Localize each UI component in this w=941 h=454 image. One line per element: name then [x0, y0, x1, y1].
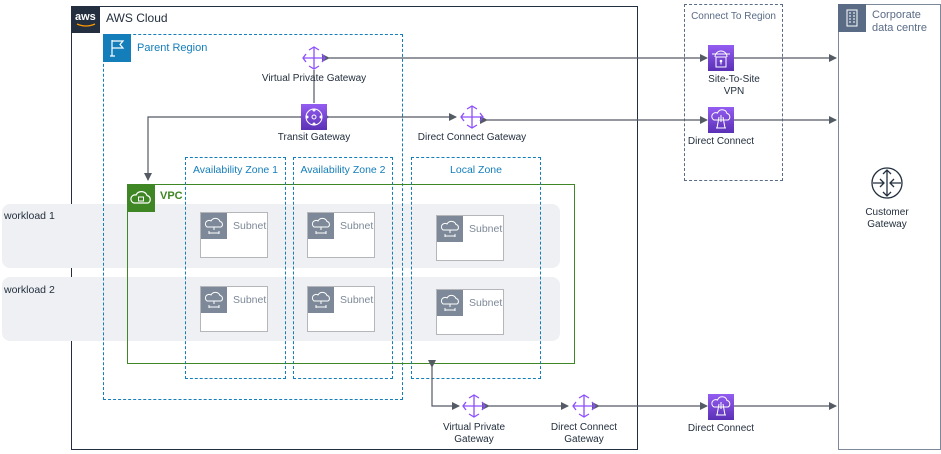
connector-tgw-to-vpc [144, 113, 307, 181]
subnet-cloud-icon [308, 213, 334, 239]
aws-cloud-title: AWS Cloud [106, 11, 168, 25]
connect-to-region-group [684, 4, 783, 181]
transit-gateway-icon[interactable] [301, 104, 327, 130]
subnet-label: Subnet [469, 223, 503, 235]
connect-to-region-title: Connect To Region [691, 11, 776, 22]
direct-connect-gateway-bottom-icon[interactable] [571, 393, 597, 419]
transit-gateway-label: Transit Gateway [277, 132, 351, 143]
workload-2-label: workload 2 [4, 284, 55, 296]
dx-gateway-top-label: Direct Connect Gateway [417, 132, 527, 143]
subnet-cloud-icon [437, 290, 463, 316]
virtual-private-gateway-icon[interactable] [301, 45, 327, 71]
region-flag-icon [103, 34, 131, 62]
direct-connect-bottom-label: Direct Connect [687, 423, 755, 434]
site-to-site-vpn-label: Site-To-Site VPN [708, 74, 760, 97]
site-to-site-vpn-icon[interactable] [708, 45, 734, 71]
customer-gateway-icon[interactable] [870, 166, 904, 200]
subnet-cloud-icon [308, 287, 334, 313]
direct-connect-top-label: Direct Connect [687, 136, 755, 147]
availability-zone-2-group [293, 157, 393, 379]
parent-region-group [103, 34, 403, 400]
subnet-label: Subnet [469, 297, 503, 309]
subnet-az1-workload2[interactable]: Subnet [200, 286, 268, 332]
subnet-label: Subnet [233, 220, 267, 232]
direct-connect-icon[interactable] [708, 107, 734, 133]
local-zone-group [411, 157, 541, 379]
subnet-cloud-icon [201, 287, 227, 313]
local-zone-title: Local Zone [450, 164, 502, 176]
vpc-title: VPC [160, 190, 183, 202]
subnet-local-workload2[interactable]: Subnet [436, 289, 504, 335]
dx-gateway-bottom-label: Direct Connect Gateway [550, 422, 618, 445]
aws-logo-icon: aws [71, 6, 100, 33]
customer-gateway-label: Customer Gateway [865, 207, 909, 230]
subnet-label: Subnet [233, 294, 267, 306]
connector-vpc-to-vgw-bottom [428, 360, 460, 410]
direct-connect-bottom-icon[interactable] [708, 394, 734, 420]
subnet-az1-workload1[interactable]: Subnet [200, 212, 268, 258]
subnet-az2-workload1[interactable]: Subnet [307, 212, 375, 258]
subnet-cloud-icon [437, 216, 463, 242]
corporate-data-centre-title: Corporate data centre [872, 9, 928, 34]
vgw-top-label: Virtual Private Gateway [261, 73, 367, 84]
office-building-icon [838, 4, 866, 32]
vpc-group [127, 184, 575, 364]
subnet-local-workload1[interactable]: Subnet [436, 215, 504, 261]
direct-connect-gateway-icon[interactable] [459, 104, 485, 130]
subnet-label: Subnet [340, 220, 374, 232]
virtual-private-gateway-bottom-icon[interactable] [461, 393, 487, 419]
workload-1-label: workload 1 [4, 210, 55, 222]
parent-region-title: Parent Region [137, 42, 208, 54]
vpc-cloud-lock-icon [127, 184, 155, 212]
vgw-bottom-label: Virtual Private Gateway [442, 422, 506, 445]
subnet-az2-workload2[interactable]: Subnet [307, 286, 375, 332]
subnet-label: Subnet [340, 294, 374, 306]
subnet-cloud-icon [201, 213, 227, 239]
availability-zone-2-title: Availability Zone 2 [300, 164, 386, 176]
